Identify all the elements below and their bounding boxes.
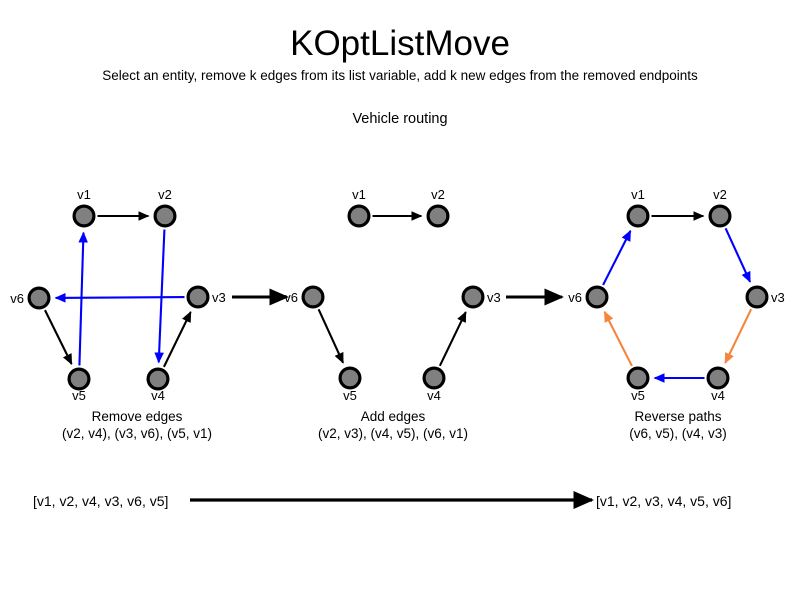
page-subtitle: Select an entity, remove k edges from it…	[102, 68, 698, 83]
panel-caption-panel-reverse: Reverse paths (v6, v5), (v4, v3)	[528, 408, 800, 442]
node-v3[interactable]: v3	[461, 285, 501, 309]
node-v2[interactable]: v2	[153, 187, 177, 228]
node-label-v1: v1	[352, 187, 366, 202]
node-circle	[706, 366, 730, 390]
node-v4[interactable]: v4	[422, 366, 446, 403]
edge-v2-to-v3	[724, 227, 752, 283]
node-v5[interactable]: v5	[626, 366, 650, 403]
node-circle	[347, 204, 371, 228]
node-circle	[626, 366, 650, 390]
node-label-v5: v5	[72, 388, 86, 403]
edge-v3-to-v6	[54, 293, 185, 303]
problem-label: Vehicle routing	[352, 111, 448, 127]
caption-title: Remove edges	[91, 409, 183, 424]
node-v1[interactable]: v1	[72, 187, 96, 228]
node-label-v2: v2	[431, 187, 445, 202]
node-label-v3: v3	[487, 290, 501, 305]
node-circle	[301, 285, 325, 309]
node-label-v1: v1	[77, 187, 91, 202]
edge-v6-to-v5	[44, 309, 73, 366]
node-circle	[27, 286, 51, 310]
node-v3[interactable]: v3	[186, 285, 226, 309]
edge-v3-to-v4	[724, 308, 753, 364]
edge-v4-to-v3	[162, 311, 192, 368]
node-v4[interactable]: v4	[706, 366, 730, 403]
node-v5[interactable]: v5	[67, 367, 91, 403]
caption-title: Reverse paths	[634, 409, 722, 424]
node-v6[interactable]: v6	[568, 285, 609, 309]
node-circle	[585, 285, 609, 309]
page-title: KOptListMove	[290, 24, 510, 63]
panel-caption-panel-add: Add edges (v2, v3), (v4, v5), (v6, v1)	[243, 408, 543, 442]
node-circle	[153, 204, 177, 228]
caption-edge-list: (v2, v3), (v4, v5), (v6, v1)	[317, 426, 469, 441]
node-label-v5: v5	[343, 388, 357, 403]
node-circle	[72, 204, 96, 228]
node-v4[interactable]: v4	[146, 367, 170, 403]
node-label-v2: v2	[158, 187, 172, 202]
edge-v6-to-v1	[602, 229, 632, 286]
edges-layer	[44, 211, 753, 383]
edge-v4-to-v3	[438, 311, 467, 367]
list-after: [v1, v2, v3, v4, v5, v6]	[596, 493, 732, 509]
node-label-v2: v2	[713, 187, 727, 202]
node-label-v6: v6	[568, 290, 582, 305]
node-label-v1: v1	[631, 187, 645, 202]
node-v2[interactable]: v2	[426, 187, 450, 228]
node-v5[interactable]: v5	[338, 366, 362, 403]
node-circle	[626, 204, 650, 228]
edge-v5-to-v1	[78, 231, 88, 366]
node-v2[interactable]: v2	[708, 187, 732, 228]
node-label-v3: v3	[212, 290, 226, 305]
caption-title: Add edges	[360, 409, 426, 424]
node-circle	[745, 285, 769, 309]
list-before: [v1, v2, v4, v3, v6, v5]	[33, 493, 169, 509]
node-v1[interactable]: v1	[347, 187, 371, 228]
node-label-v4: v4	[427, 388, 441, 403]
node-circle	[461, 285, 485, 309]
node-circle	[338, 366, 362, 390]
caption-edge-list: (v2, v4), (v3, v6), (v5, v1)	[61, 426, 213, 441]
edge-v5-to-v6	[603, 310, 633, 367]
node-circle	[146, 367, 170, 391]
node-circle	[426, 204, 450, 228]
node-label-v4: v4	[151, 388, 165, 403]
panel-caption-panel-remove: Remove edges (v2, v4), (v3, v6), (v5, v1)	[0, 408, 287, 442]
node-label-v3: v3	[771, 290, 785, 305]
node-circle	[67, 367, 91, 391]
nodes-layer: v1 v2 v3 v4 v5 v6 v1 v2 v3 v4 v5 v6 v1 v2 v3 v4 v5 v6	[10, 187, 784, 403]
edge-v2-to-v4	[154, 229, 166, 364]
node-circle	[186, 285, 210, 309]
caption-edge-list: (v6, v5), (v4, v3)	[629, 426, 727, 441]
node-label-v5: v5	[631, 388, 645, 403]
node-v6[interactable]: v6	[284, 285, 325, 309]
edge-v6-to-v5	[317, 308, 345, 364]
node-v6[interactable]: v6	[10, 286, 51, 310]
node-circle	[422, 366, 446, 390]
node-circle	[708, 204, 732, 228]
node-label-v6: v6	[10, 291, 24, 306]
node-label-v4: v4	[711, 388, 725, 403]
node-v3[interactable]: v3	[745, 285, 785, 309]
node-v1[interactable]: v1	[626, 187, 650, 228]
